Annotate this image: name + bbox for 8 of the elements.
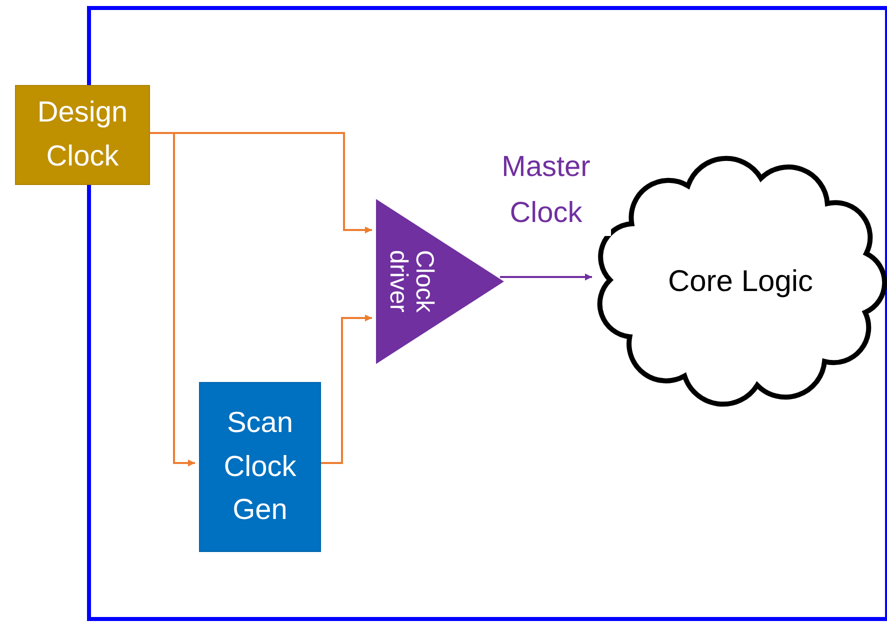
block-label: Scan Clock Gen (222, 406, 298, 528)
block-label: Design Clock (36, 96, 129, 174)
arrow (500, 274, 592, 280)
block-label: Clock driver (384, 248, 437, 314)
block-label: Core Logic (668, 264, 814, 300)
block-box (199, 382, 321, 552)
block-box (15, 85, 150, 185)
arrow (150, 132, 195, 466)
